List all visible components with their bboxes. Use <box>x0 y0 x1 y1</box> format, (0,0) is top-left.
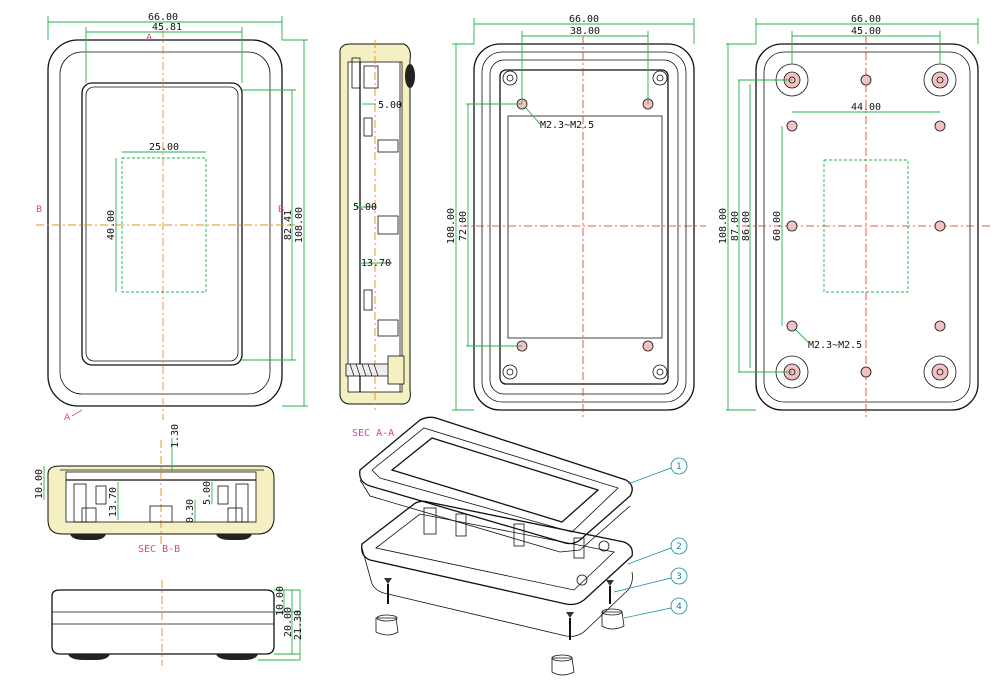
exploded-feet <box>375 608 625 676</box>
side-dim-1: 5.00 <box>378 100 402 111</box>
back-screw-spec: M2.3~M2.5 <box>808 340 862 351</box>
marker-a-bottom: A <box>64 413 71 423</box>
exploded-screws <box>384 578 614 640</box>
side-dim-2: 5.00 <box>353 202 377 213</box>
front-outer-outline <box>47 39 283 407</box>
exploded-view: SEC A-A <box>352 416 688 676</box>
back-height-mid: 60.00 <box>772 211 783 241</box>
bottom-dim-3: 21.30 <box>293 610 304 640</box>
secbb-dim-top: 1.30 <box>170 424 181 448</box>
front-width-inner: 45.81 <box>152 22 182 33</box>
front-screen-outline <box>81 82 243 366</box>
side-dim-3: 13.70 <box>361 258 391 269</box>
front-view: 66.00 45.81 25.00 40.00 82.41 108.00 A A… <box>36 12 308 423</box>
exploded-top-bezel <box>359 416 633 553</box>
back-width-mid: 44.00 <box>851 102 881 113</box>
secbb-label: SEC B-B <box>138 544 180 555</box>
back-width-outer: 66.00 <box>851 14 881 25</box>
side-section-view: 5.00 5.00 13.70 <box>339 40 415 410</box>
svg-text:4: 4 <box>676 602 682 612</box>
inner-height-holes: 72.00 <box>458 211 469 241</box>
svg-text:2: 2 <box>676 542 682 552</box>
back-label-recess <box>823 159 909 293</box>
exploded-label: SEC A-A <box>352 428 394 439</box>
inner-width-outer: 66.00 <box>569 14 599 25</box>
side-screw <box>345 355 405 385</box>
exploded-base <box>361 500 633 637</box>
callout-3 <box>670 567 688 585</box>
back-outer-outline <box>755 43 979 411</box>
back-view: 66.00 45.00 44.00 108.00 87.00 86.00 60.… <box>718 14 990 420</box>
inner-screw-spec: M2.3~M2.5 <box>540 120 594 131</box>
front-window <box>121 157 207 293</box>
bottom-side-view: 10.00 20.00 21.30 <box>51 580 304 666</box>
bottom-dim-1: 10.00 <box>275 586 286 616</box>
front-window-width: 25.00 <box>149 142 179 153</box>
front-width-outer: 66.00 <box>148 12 178 23</box>
back-height-2: 87.00 <box>730 211 741 241</box>
marker-b-left: B <box>36 205 42 215</box>
inner-corner-posts <box>502 70 668 380</box>
marker-b-right: B <box>278 205 284 215</box>
back-width-top: 45.00 <box>851 26 881 37</box>
front-screen-inner <box>85 86 239 362</box>
secbb-dim-c: 0.30 <box>185 499 196 523</box>
inner-width-holes: 38.00 <box>570 26 600 37</box>
callout-4 <box>670 597 688 615</box>
inner-outer-outline <box>473 43 695 411</box>
secbb-dim-a: 13.70 <box>108 487 119 517</box>
callout-2 <box>670 537 688 555</box>
back-feet <box>775 63 957 389</box>
front-height-inner: 82.41 <box>283 210 294 240</box>
svg-text:1: 1 <box>676 462 682 472</box>
back-height-outer: 108.00 <box>718 208 729 244</box>
inner-height-outer: 108.00 <box>446 208 457 244</box>
callouts: 1 2 3 4 <box>613 457 688 619</box>
back-screw-holes <box>786 74 946 378</box>
bottom-side-outline <box>51 589 275 655</box>
svg-text:3: 3 <box>676 572 682 582</box>
secbb-height: 10.00 <box>34 469 45 499</box>
secbb-dim-b: 5.00 <box>202 481 213 505</box>
front-window-height: 40.00 <box>106 210 117 240</box>
back-height-3: 86.00 <box>741 211 752 241</box>
front-height-outer: 108.00 <box>294 207 305 243</box>
inner-view: 66.00 38.00 M2.3~M2.5 108.00 72.00 <box>446 14 706 420</box>
bottom-dim-2: 20.00 <box>283 607 294 637</box>
marker-a-top: A <box>146 33 153 43</box>
front-bezel-outline <box>59 51 271 395</box>
section-bb-view: 10.00 1.30 13.70 5.00 0.30 SEC B-B <box>34 424 275 555</box>
callout-1 <box>670 457 688 475</box>
